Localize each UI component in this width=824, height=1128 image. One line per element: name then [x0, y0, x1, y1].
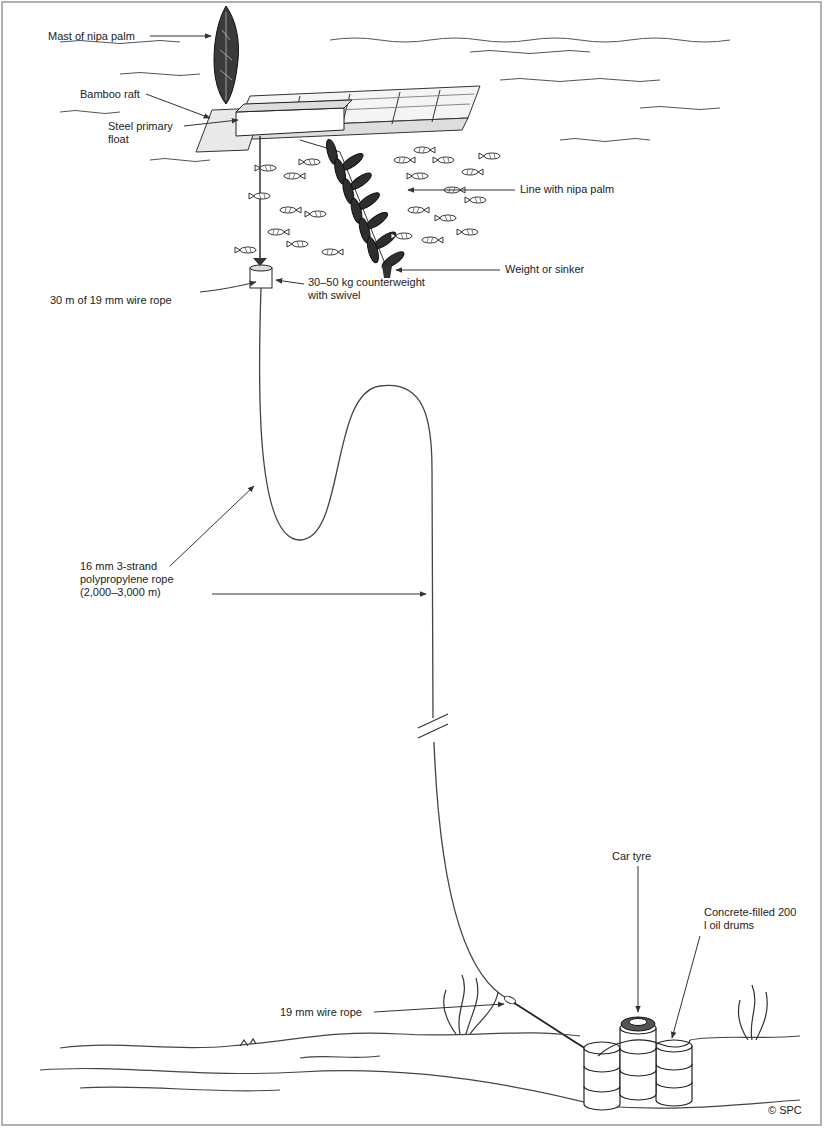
fish [280, 207, 301, 213]
fish [268, 229, 289, 235]
leader-lines [146, 36, 700, 1038]
fish [249, 193, 270, 199]
callout-label: © SPC [768, 1104, 818, 1117]
concrete-drums [584, 1022, 692, 1110]
car-tyre [621, 1017, 655, 1031]
counterweight [250, 258, 272, 288]
fish [407, 173, 428, 179]
fish [465, 197, 486, 203]
fish [433, 157, 454, 163]
sea-surface [60, 38, 730, 162]
fish [457, 229, 478, 235]
nipa-line [300, 140, 386, 266]
fish [284, 173, 305, 179]
polypropylene-rope [260, 288, 434, 718]
fish [322, 249, 343, 255]
mast-texture [220, 12, 232, 100]
nipa-mast [214, 6, 239, 104]
fish [462, 169, 483, 175]
fish [394, 157, 415, 163]
nipa-leaf [365, 236, 380, 263]
bamboo-raft [196, 86, 480, 152]
fish [299, 159, 320, 165]
steel-float-top [236, 100, 352, 112]
fish-school [235, 147, 500, 255]
callout-label: 30–50 kg counterweight with swivel [308, 276, 438, 302]
callout-label: Steel primary float [108, 120, 184, 146]
fish [435, 215, 456, 221]
callout-label: 16 mm 3-strand polypropylene rope (2,000… [80, 560, 208, 599]
fish [479, 153, 500, 159]
callout-label: Car tyre [612, 850, 672, 863]
callout-label: Concrete-filled 200 l oil drums [704, 906, 800, 932]
callout-label: Line with nipa palm [520, 183, 640, 196]
fish [287, 241, 308, 247]
polypropylene-rope-lower [434, 742, 510, 1000]
fish [414, 147, 435, 153]
callout-label: Weight or sinker [505, 263, 615, 276]
seabed [40, 1033, 800, 1108]
fish [408, 207, 429, 213]
break-mark [418, 714, 448, 738]
seaweed [240, 975, 767, 1046]
fish [305, 211, 326, 217]
drum-wire [598, 1040, 690, 1056]
fish [391, 233, 412, 239]
callout-label: Bamboo raft [80, 88, 150, 101]
callout-label: Mast of nipa palm [48, 30, 148, 43]
callout-label: 30 m of 19 mm wire rope [50, 294, 200, 307]
fish [235, 247, 256, 253]
fish [255, 165, 276, 171]
fish [422, 237, 443, 243]
callout-label: 19 mm wire rope [280, 1006, 372, 1019]
steel-float [236, 108, 344, 136]
